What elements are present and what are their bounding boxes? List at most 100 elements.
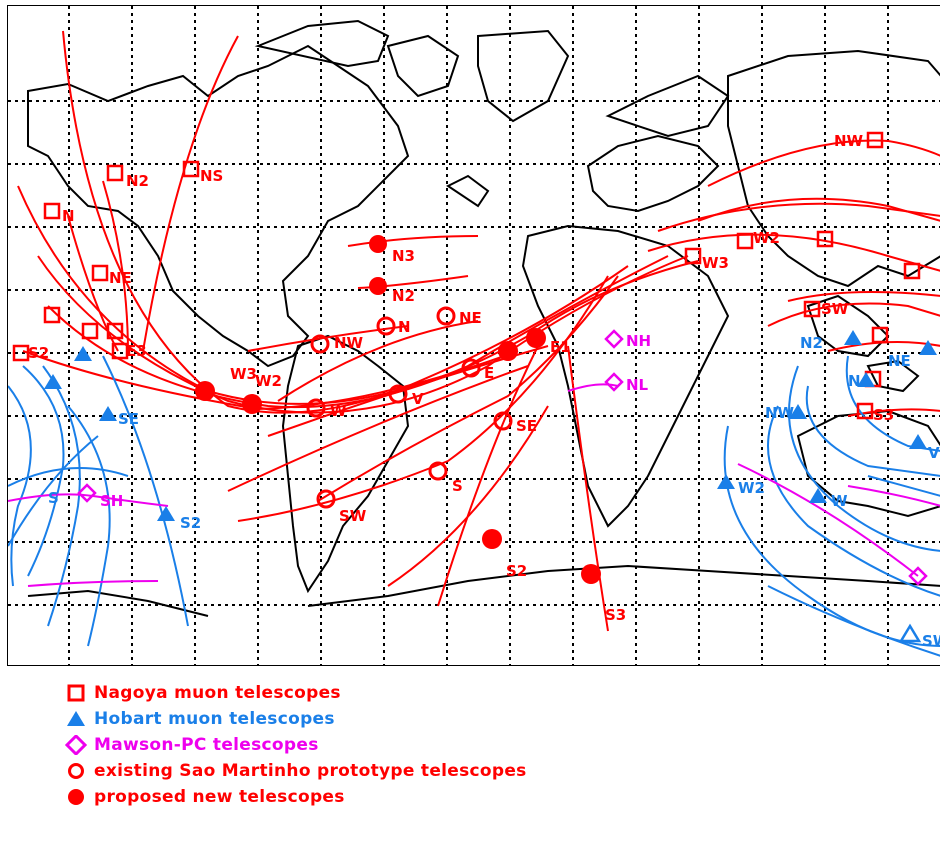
map-panel: N2 NS N NE E3 S2 W2 W3 NW SW S3 NW N NE … <box>7 5 940 666</box>
nagoya-marker <box>816 230 834 248</box>
existing-marker <box>436 306 456 326</box>
nagoya-marker <box>684 247 702 265</box>
label-n2-hobart: N2 <box>800 334 823 352</box>
mawson-marker <box>77 483 97 503</box>
label-n2-nagoya: N2 <box>126 172 149 190</box>
nagoya-marker <box>43 202 61 220</box>
proposed-marker <box>498 341 518 361</box>
hobart-marker <box>844 330 862 345</box>
label-w2-hobart: W2 <box>738 479 765 497</box>
hobart-marker <box>44 374 62 389</box>
label-nl-mawson: NL <box>626 376 649 394</box>
existing-marker <box>461 358 481 378</box>
hobart-marker <box>898 623 922 643</box>
proposed-markers <box>195 235 601 584</box>
nagoya-marker <box>43 306 61 324</box>
hobart-marker <box>857 372 875 387</box>
world-map: N2 NS N NE E3 S2 W2 W3 NW SW S3 NW N NE … <box>8 6 940 665</box>
label-nw-hobart: NW <box>765 404 795 422</box>
label-w-hobart: W <box>831 492 848 510</box>
label-s3-nagoya: S3 <box>873 406 894 424</box>
label-w2: W2 <box>753 229 780 247</box>
label-ne-existing: NE <box>459 309 482 327</box>
label-sw-nagoya: SW <box>821 300 849 318</box>
nagoya-marker <box>871 326 889 344</box>
proposed-marker <box>581 564 601 584</box>
legend-label-proposed: proposed new telescopes <box>94 787 345 807</box>
legend-item-existing: existing Sao Martinho prototype telescop… <box>64 758 527 784</box>
legend-item-mawson: Mawson-PC telescopes <box>64 732 319 758</box>
nagoya-marker <box>81 322 99 340</box>
mawson-marker <box>604 329 624 349</box>
label-sw-existing: SW <box>339 507 367 525</box>
existing-markers <box>306 306 513 509</box>
label-n-nagoya: N <box>62 207 75 225</box>
label-w3: W3 <box>702 254 729 272</box>
existing-marker <box>493 411 513 431</box>
label-s-hobart: S <box>48 489 59 507</box>
hobart-marker <box>809 488 827 503</box>
legend-label-existing: existing Sao Martinho prototype telescop… <box>94 761 527 781</box>
label-e1-proposed: E1 <box>550 338 571 356</box>
label-v-existing: V <box>412 390 424 408</box>
label-w-existing: W <box>330 402 347 420</box>
legend-label-nagoya: Nagoya muon telescopes <box>94 683 341 703</box>
nagoya-marker <box>12 344 30 362</box>
label-se-hobart: SE <box>118 410 139 428</box>
legend-item-nagoya: Nagoya muon telescopes <box>64 680 341 706</box>
hobart-marker <box>157 506 175 521</box>
legend-item-hobart: Hobart muon telescopes <box>64 706 335 732</box>
label-w2-proposed: W2 <box>255 372 282 390</box>
nagoya-marker <box>856 402 874 420</box>
label-nw-nagoya: NW <box>834 132 864 150</box>
red-trajectories <box>17 30 940 632</box>
blue-trajectories <box>8 355 940 657</box>
open-circle-icon <box>68 763 84 779</box>
nagoya-marker <box>182 160 200 178</box>
proposed-marker <box>242 394 262 414</box>
open-square-icon <box>67 684 85 702</box>
proposed-marker <box>369 277 387 295</box>
existing-marker <box>376 316 396 336</box>
legend-label-hobart: Hobart muon telescopes <box>94 709 335 729</box>
existing-marker <box>428 461 448 481</box>
label-n3-proposed: N3 <box>392 247 415 265</box>
label-w3-proposed: W3 <box>230 365 257 383</box>
label-n-existing: N <box>398 318 411 336</box>
existing-marker <box>310 334 330 354</box>
label-n-hobart: N <box>848 372 861 390</box>
nagoya-marker <box>803 300 821 318</box>
label-sh-mawson: SH <box>100 492 123 510</box>
label-se-existing: SE <box>516 417 537 435</box>
filled-circle-icon <box>68 789 84 805</box>
mawson-markers <box>77 329 928 586</box>
open-diamond-icon <box>64 735 88 755</box>
mawson-marker <box>908 566 928 586</box>
label-s3-proposed: S3 <box>605 606 626 624</box>
label-nh-mawson: NH <box>626 332 651 350</box>
mawson-marker <box>604 372 624 392</box>
nagoya-marker <box>866 131 884 149</box>
nagoya-marker <box>106 164 124 182</box>
label-v-hobart: V <box>928 444 940 462</box>
hobart-marker <box>909 434 927 449</box>
label-e-existing: E <box>484 364 494 382</box>
proposed-marker <box>369 235 387 253</box>
existing-marker <box>306 398 326 418</box>
nagoya-markers <box>12 131 921 420</box>
proposed-marker <box>482 529 502 549</box>
label-s2-proposed: S2 <box>506 562 527 580</box>
filled-triangle-icon <box>67 711 85 726</box>
label-sw-hobart: SW <box>922 632 940 650</box>
proposed-marker <box>195 381 215 401</box>
nagoya-marker <box>736 232 754 250</box>
label-e3: E3 <box>126 342 147 360</box>
proposed-marker <box>526 328 546 348</box>
label-nw-existing: NW <box>334 334 364 352</box>
nagoya-marker <box>106 322 124 340</box>
hobart-marker <box>789 404 807 419</box>
legend-label-mawson: Mawson-PC telescopes <box>94 735 319 755</box>
label-ne-nagoya: NE <box>109 269 132 287</box>
existing-marker <box>316 489 336 509</box>
lat-lon-grid <box>8 6 940 665</box>
